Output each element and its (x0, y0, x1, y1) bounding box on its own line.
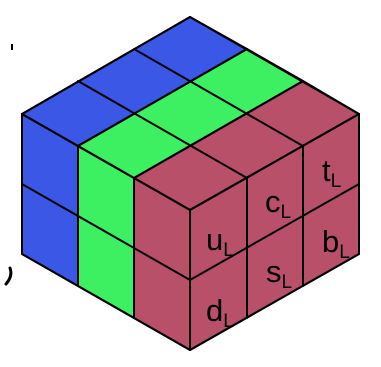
stray-comma-mark (4, 266, 13, 286)
label-b: bL (322, 224, 350, 263)
label-u: uL (206, 222, 234, 261)
label-d: dL (206, 293, 234, 332)
label-t: tL (322, 153, 341, 192)
label-s: sL (266, 254, 292, 293)
label-c: cL (265, 184, 291, 223)
cube-grid-lines (21, 16, 360, 351)
